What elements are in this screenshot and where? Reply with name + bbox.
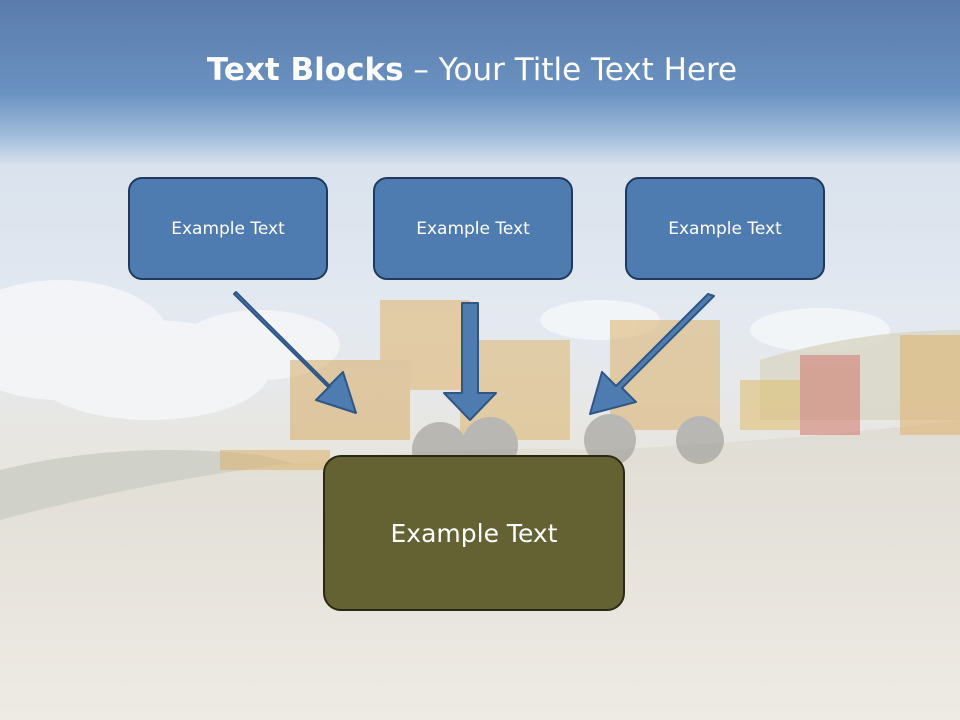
title-rest: – Your Title Text Here <box>403 52 738 88</box>
slide-title: Text Blocks – Your Title Text Here <box>0 52 944 88</box>
result-block-label: Example Text <box>390 518 558 548</box>
text-block-3-label: Example Text <box>668 218 782 239</box>
text-block-1[interactable]: Example Text <box>128 177 328 280</box>
text-block-2-label: Example Text <box>416 218 530 239</box>
result-block[interactable]: Example Text <box>323 455 625 611</box>
text-block-2[interactable]: Example Text <box>373 177 573 280</box>
text-block-1-label: Example Text <box>171 218 285 239</box>
text-block-3[interactable]: Example Text <box>625 177 825 280</box>
title-bold: Text Blocks <box>206 52 404 88</box>
